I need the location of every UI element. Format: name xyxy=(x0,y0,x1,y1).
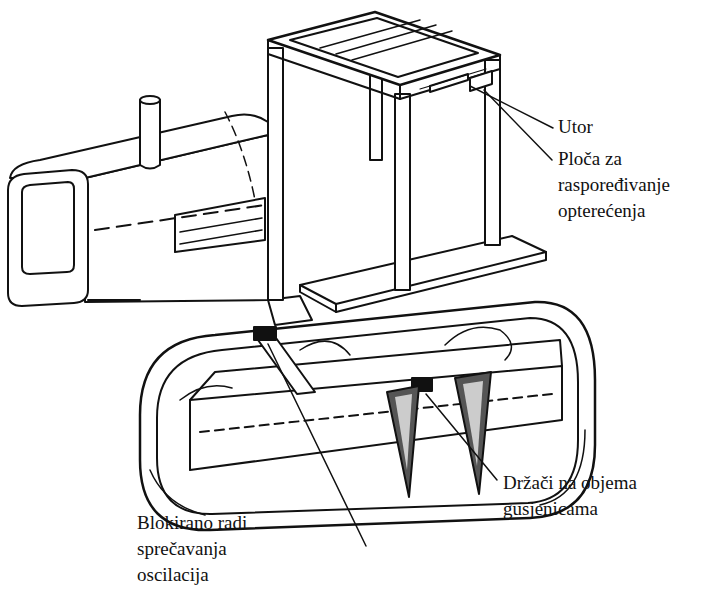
exhaust-stack xyxy=(140,96,160,169)
part-label: Ploča za raspoređivanje opterećenja xyxy=(558,146,708,224)
callout-note: Blokirano radi sprečavanja oscilacija xyxy=(137,510,277,588)
part-label: Utor xyxy=(558,114,698,140)
oscillation-block xyxy=(254,327,432,394)
crawler-track xyxy=(140,302,595,530)
track-brackets xyxy=(387,372,491,497)
engine-hood xyxy=(8,112,268,306)
part-label: Držači na objema gusjenicama xyxy=(503,470,693,522)
rops-frame xyxy=(268,12,500,300)
